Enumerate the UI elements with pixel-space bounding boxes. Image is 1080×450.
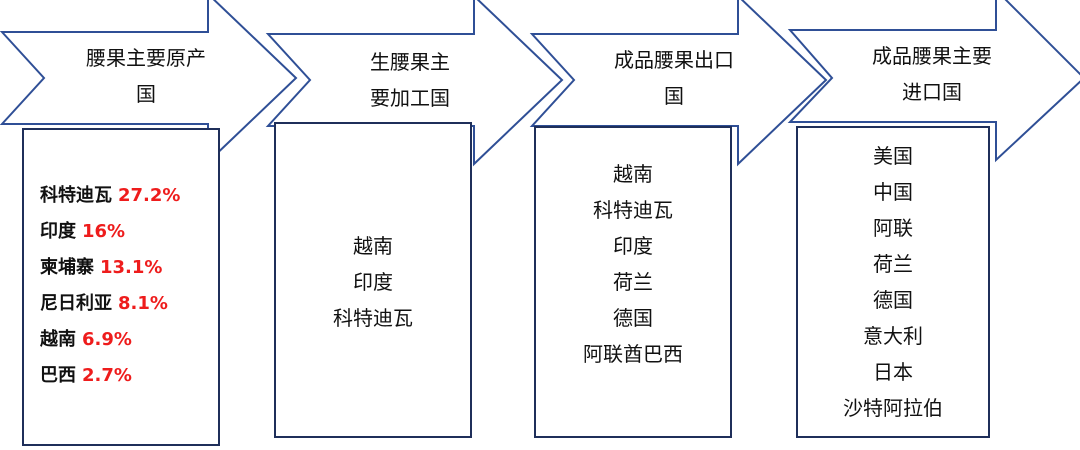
list-item: 印度 [613, 234, 653, 258]
share-value: 13.1% [100, 257, 163, 278]
share-value: 27.2% [118, 185, 181, 206]
import-list: 美国 中国 阿联 荷兰 德国 意大利 日本 沙特阿拉伯 [796, 138, 990, 426]
list-item: 阿联 [873, 216, 913, 240]
stage-title-origin: 腰果主要原产 国 [86, 46, 206, 106]
share-value: 2.7% [82, 365, 132, 386]
list-item: 日本 [873, 360, 913, 384]
share-value: 6.9% [82, 329, 132, 350]
processing-box [274, 122, 472, 438]
stage-title-export: 成品腰果出口 国 [614, 48, 734, 108]
stage-title-import: 成品腰果主要 进口国 [872, 44, 992, 104]
list-item: 越南 [613, 162, 653, 186]
stage-title-processing: 生腰果主 要加工国 [370, 50, 450, 110]
processing-list: 越南 印度 科特迪瓦 [274, 228, 472, 336]
list-item: 德国 [613, 306, 653, 330]
list-item: 荷兰 [613, 270, 653, 294]
list-item: 科特迪瓦 [333, 306, 413, 330]
list-item: 科特迪瓦 [593, 198, 673, 222]
export-list: 越南 科特迪瓦 印度 荷兰 德国 阿联酋巴西 [534, 156, 732, 372]
list-item: 阿联酋巴西 [583, 342, 683, 366]
list-item: 美国 [873, 144, 913, 168]
list-item: 越南 [353, 234, 393, 258]
list-item: 中国 [873, 180, 913, 204]
export-box [534, 126, 732, 438]
list-item: 印度 [353, 270, 393, 294]
list-item: 意大利 [863, 324, 923, 348]
list-item: 沙特阿拉伯 [843, 396, 943, 420]
list-item: 德国 [873, 288, 913, 312]
share-value: 16% [82, 221, 126, 242]
share-value: 8.1% [118, 293, 168, 314]
arrow-import [787, 0, 1080, 163]
import-box [796, 126, 990, 438]
origin-box [22, 128, 220, 446]
arrow-export [529, 0, 828, 167]
list-item: 荷兰 [873, 252, 913, 276]
